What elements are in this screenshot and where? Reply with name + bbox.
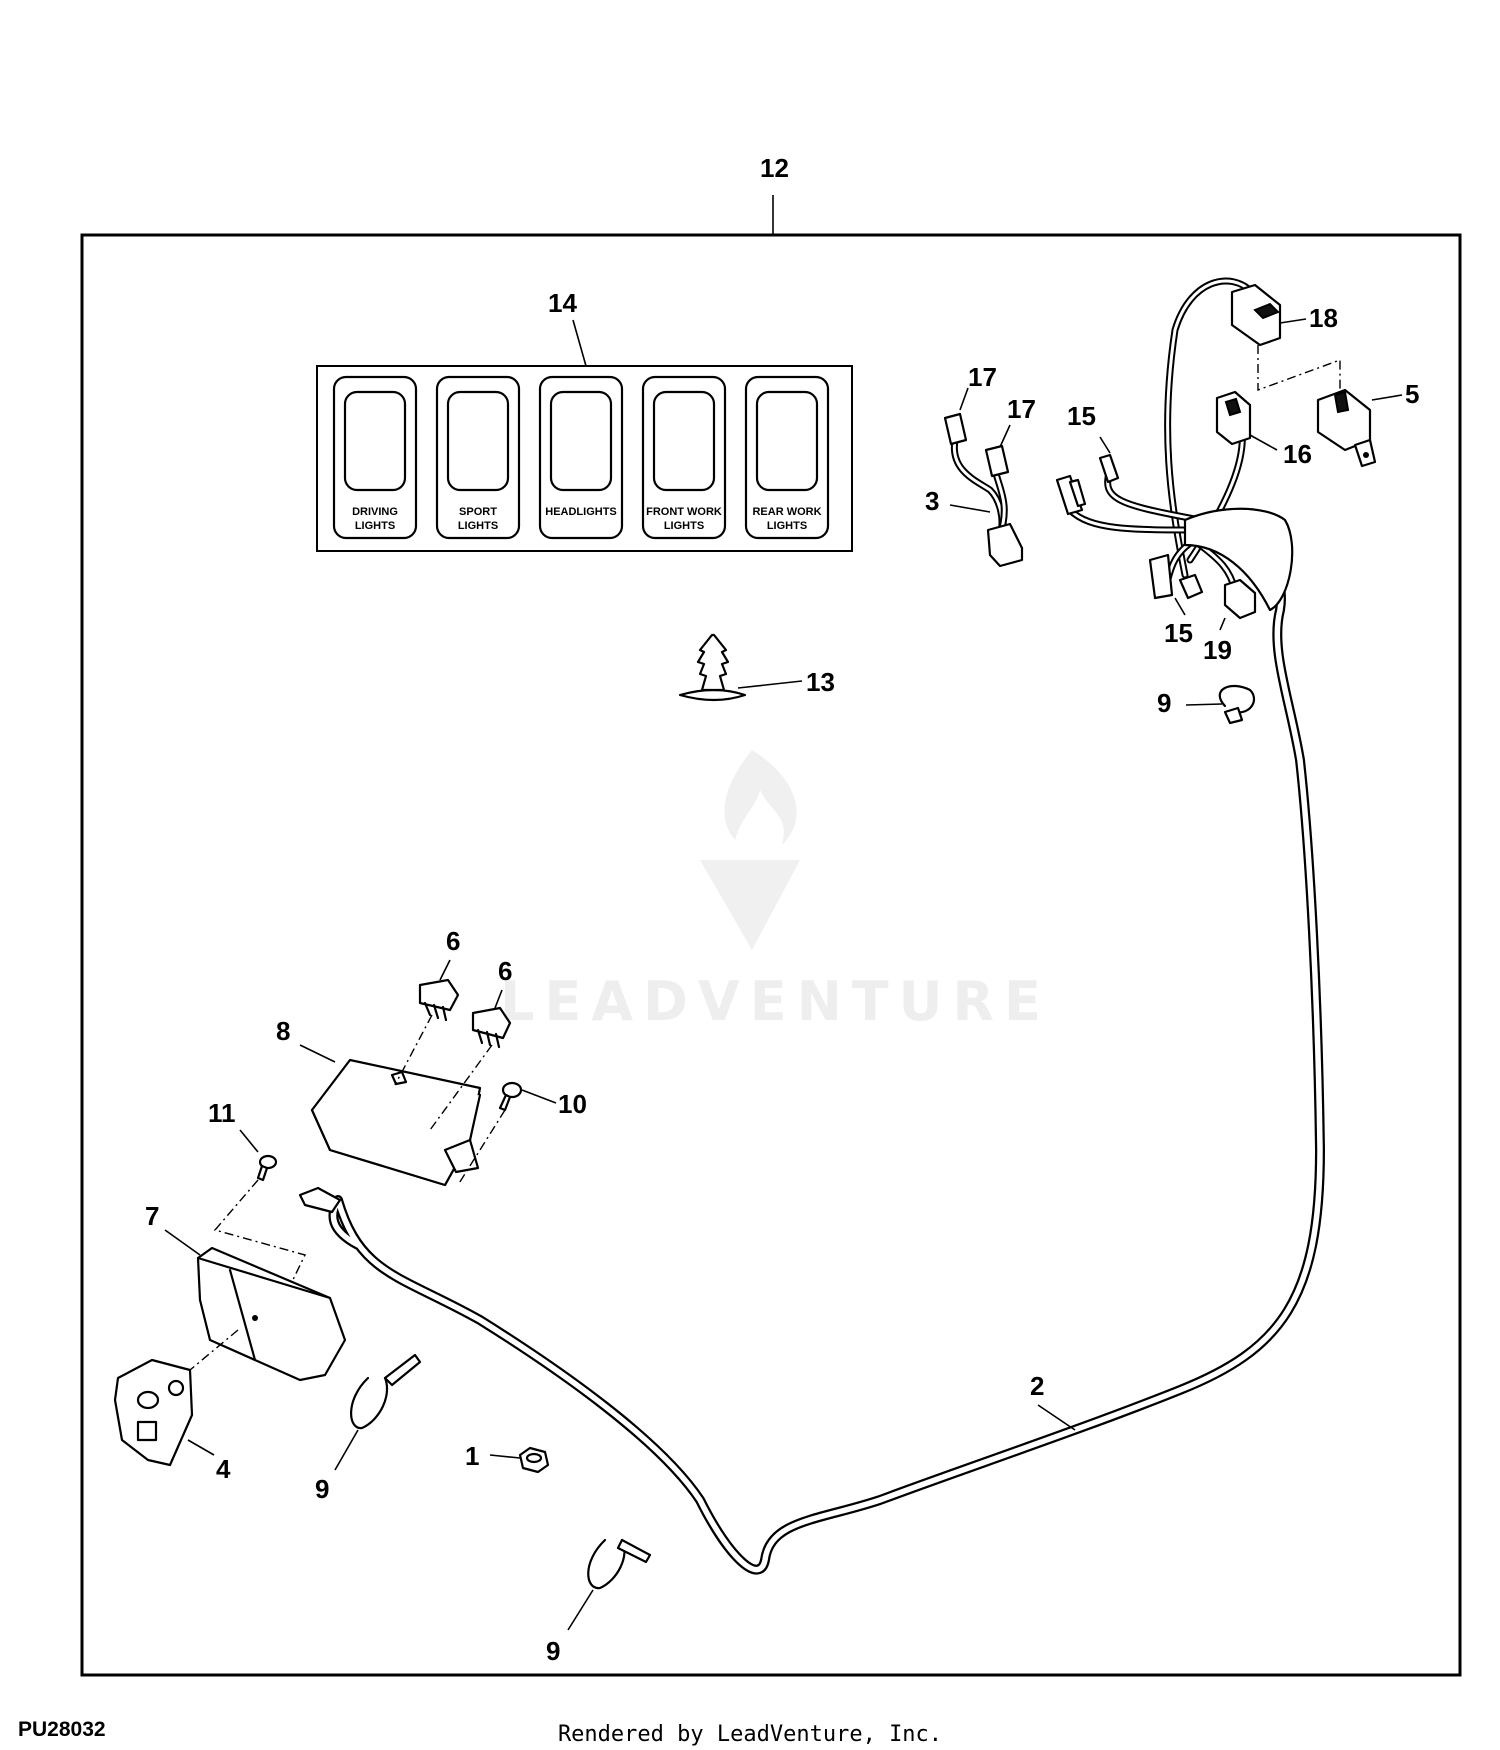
switch-5: REAR WORK LIGHTS — [744, 375, 830, 540]
switch-decal-panel: DRIVING LIGHTS SPORT LIGHTS HEADLIGHTS F… — [316, 365, 853, 552]
push-rivet — [678, 633, 747, 702]
mount-bracket — [113, 1358, 194, 1467]
callout-10: 10 — [558, 1089, 587, 1119]
switch-2: SPORT LIGHTS — [435, 375, 521, 540]
light-bezel — [310, 1058, 482, 1187]
callout-8: 8 — [276, 1016, 290, 1046]
sub-harness — [943, 412, 1024, 568]
callout-6a: 6 — [446, 926, 460, 956]
switch-4-line-1: FRONT WORK — [646, 506, 722, 518]
callout-17b: 17 — [1007, 394, 1036, 424]
screw-11 — [256, 1154, 278, 1182]
relay-harness — [1055, 277, 1294, 620]
cable-tie-left — [350, 1353, 422, 1430]
callout-2: 2 — [1030, 1371, 1044, 1401]
clip-left — [418, 978, 460, 1022]
switch-1: DRIVING LIGHTS — [332, 375, 418, 540]
kit-border — [80, 233, 1462, 1677]
callout-19: 19 — [1203, 635, 1232, 665]
switch-2-line-2: LIGHTS — [458, 520, 498, 532]
switch-4-line-2: LIGHTS — [664, 520, 704, 532]
work-light — [196, 1246, 347, 1382]
callout-9a: 9 — [1157, 688, 1171, 718]
clip-right — [471, 1006, 512, 1049]
callout-15a: 15 — [1067, 401, 1096, 431]
switch-5-line-1: REAR WORK — [752, 506, 821, 518]
switch-3-line-1: HEADLIGHTS — [545, 506, 617, 518]
callout-11: 11 — [208, 1098, 236, 1128]
main-harness — [298, 535, 1325, 1575]
watermark: LEADVENTURE — [500, 750, 1051, 1033]
callout-7: 7 — [145, 1201, 159, 1231]
figure-id: PU28032 — [18, 1718, 106, 1741]
callout-9c: 9 — [546, 1636, 560, 1666]
callout-6b: 6 — [498, 956, 512, 986]
rendered-by: Rendered by LeadVenture, Inc. — [557, 1722, 943, 1747]
switch-3: HEADLIGHTS — [538, 375, 624, 540]
switch-4: FRONT WORK LIGHTS — [641, 375, 727, 540]
callout-17a: 17 — [968, 362, 997, 392]
callout-13: 13 — [806, 667, 835, 697]
callout-18: 18 — [1309, 303, 1338, 333]
cable-clamp-right — [1218, 685, 1256, 725]
switch-1-line-2: LIGHTS — [355, 520, 395, 532]
callout-9b: 9 — [315, 1474, 329, 1504]
callout-14: 14 — [548, 288, 577, 318]
watermark-text: LEADVENTURE — [500, 970, 1051, 1033]
callout-4: 4 — [216, 1454, 231, 1484]
callout-5: 5 — [1405, 379, 1419, 409]
switch-1-line-1: DRIVING — [352, 506, 398, 518]
nut — [518, 1446, 550, 1474]
switch-2-line-1: SPORT — [459, 506, 497, 518]
callout-3: 3 — [925, 486, 939, 516]
cable-tie-bottom — [587, 1538, 652, 1590]
callout-1: 1 — [465, 1441, 479, 1471]
callouts: 1 2 3 4 5 6 6 7 8 9 9 9 10 11 12 13 14 1… — [145, 153, 1419, 1666]
callout-16: 16 — [1283, 439, 1312, 469]
relay — [1316, 388, 1377, 468]
callout-15b: 15 — [1164, 618, 1193, 648]
switch-5-line-2: LIGHTS — [767, 520, 807, 532]
screw-10 — [498, 1081, 523, 1112]
callout-12: 12 — [760, 153, 789, 183]
